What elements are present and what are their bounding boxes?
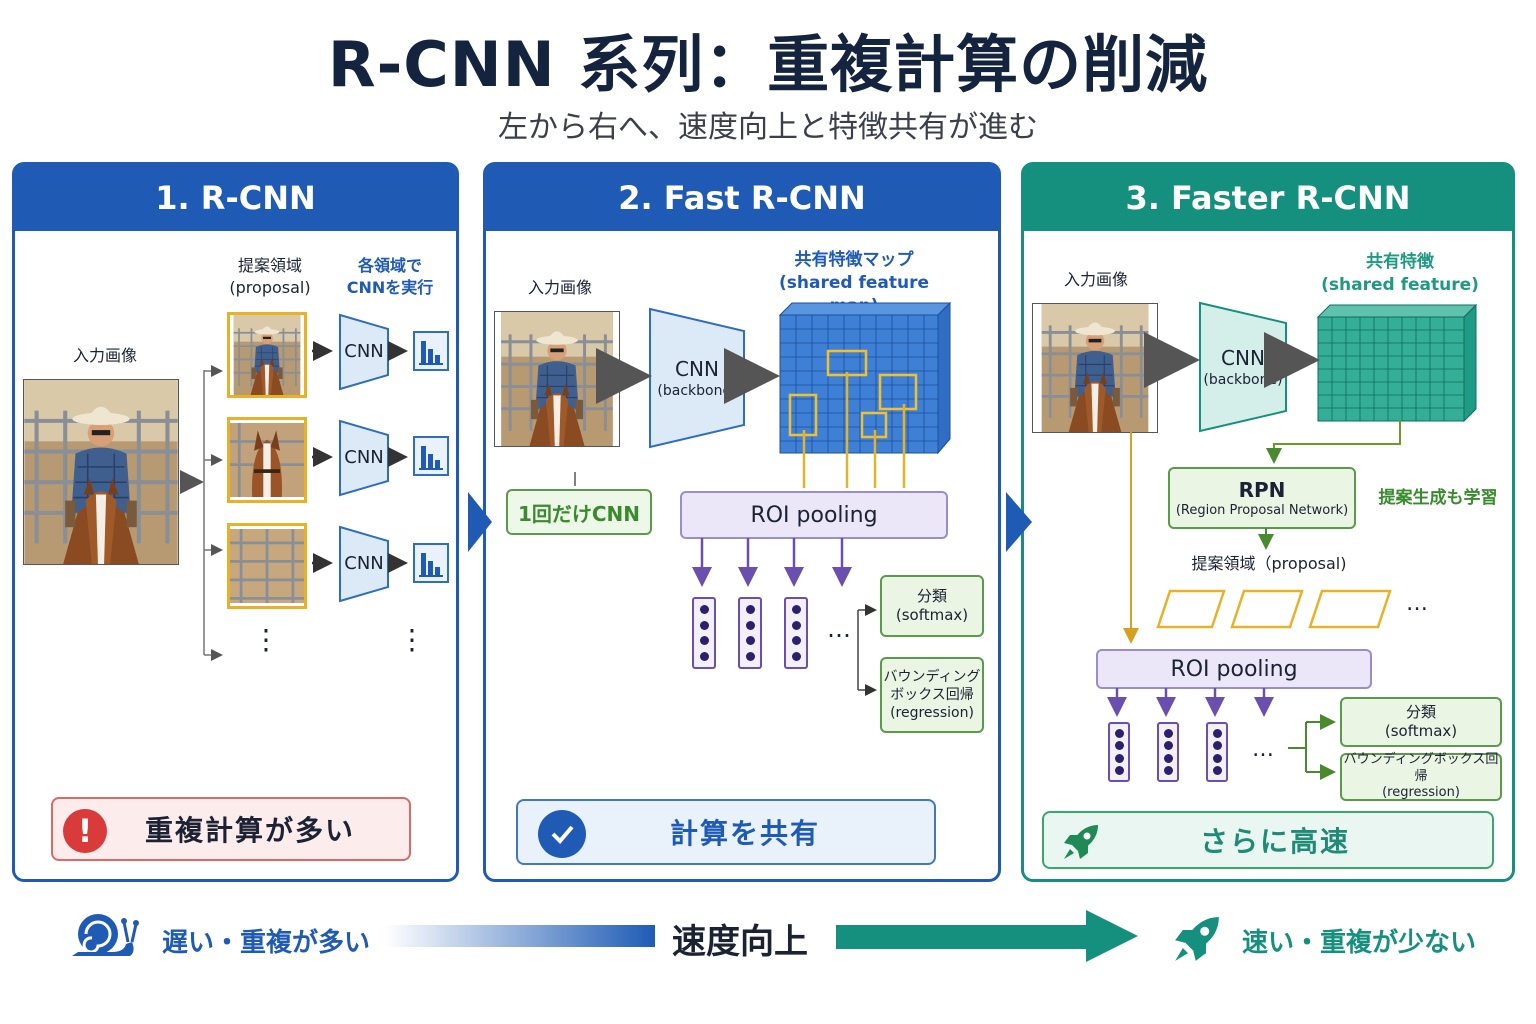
feature-vector: [1206, 722, 1228, 782]
faster-box: さらに高速: [1042, 811, 1494, 869]
footer-speedup-label: 速度向上: [672, 922, 808, 962]
panel-fast-rcnn-header: 2. Fast R-CNN: [486, 165, 998, 231]
panel-rcnn-header: 1. R-CNN: [15, 165, 456, 231]
roi-pooling-box: ROI pooling: [1096, 649, 1372, 689]
exclamation-icon: !: [63, 809, 107, 853]
input-image-label: 入力画像: [527, 278, 592, 297]
cnn-backbone-block: CNN(backbone): [649, 307, 745, 449]
feature-vector: [692, 597, 716, 669]
snail-icon: [72, 914, 139, 956]
shared-feature-map: [1316, 303, 1478, 423]
cnn-label: CNN: [344, 341, 384, 363]
once-cnn-box: 1回だけCNN: [506, 489, 652, 535]
proposal-ellipsis: …: [1406, 591, 1428, 616]
feature-vector: [1108, 722, 1130, 782]
panel-faster-rcnn-header: 3. Faster R-CNN: [1024, 165, 1512, 231]
feature-vector: [738, 597, 762, 669]
cnn-label: CNN: [344, 447, 384, 469]
classification-label: 分類 (softmax): [895, 586, 969, 625]
panel-fast-rcnn: 2. Fast R-CNN 入力画像 CNN(backbone) 共有特徴マップ…: [483, 162, 1001, 882]
more-dots: ⋮: [398, 623, 426, 656]
regression-label: バウンディングボックス回帰 (regression): [1343, 751, 1499, 801]
share-text: 計算を共有: [670, 817, 821, 850]
classification-box: 分類 (softmax): [1340, 697, 1502, 747]
regression-box: バウンディング ボックス回帰 (regression): [880, 657, 984, 733]
backbone-label: (backbone): [657, 382, 737, 399]
input-image: [494, 311, 620, 447]
rpn-note: 提案生成も学習: [1378, 488, 1498, 508]
input-image-label: 入力画像: [1063, 270, 1128, 289]
shared-feature-map-label: 共有特徴マップ (shared feature map): [778, 250, 929, 316]
proposal-label: 提案領域 (proposal): [229, 256, 311, 297]
cnn-block: CNN: [339, 525, 389, 603]
rpn-label: RPN: [1238, 477, 1286, 502]
rocket-icon: [1175, 917, 1219, 961]
page-subtitle: 左から右へ、速度向上と特徴共有が進む: [498, 110, 1038, 145]
shared-feature-label: 共有特徴 (shared feature): [1321, 252, 1479, 295]
cnn-each-region-label: 各領域で CNNを実行: [346, 256, 434, 297]
proposal-label: 提案領域（proposal): [1191, 554, 1347, 573]
input-image: [23, 379, 179, 565]
more-dots: ⋮: [252, 623, 280, 656]
feature-vector: [1157, 722, 1179, 782]
bar-chart-icon: [413, 436, 449, 476]
cnn-backbone-block: CNN(backbone): [1199, 301, 1287, 433]
proposal-crop: [227, 417, 307, 503]
regression-box: バウンディングボックス回帰 (regression): [1340, 751, 1502, 801]
input-image: [1032, 303, 1158, 433]
faster-text: さらに高速: [1200, 825, 1351, 858]
cnn-block: CNN: [339, 419, 389, 497]
feature-vector: [784, 597, 808, 669]
roi-pooling-label: ROI pooling: [1170, 656, 1298, 682]
cnn-block: CNN: [339, 313, 389, 391]
share-box: 計算を共有: [516, 799, 936, 865]
regression-label: バウンディング ボックス回帰 (regression): [883, 668, 981, 722]
rocket-icon: [1064, 825, 1098, 859]
roi-pooling-label: ROI pooling: [750, 502, 878, 528]
backbone-label: (backbone): [1203, 371, 1283, 388]
warning-text: 重複計算が多い: [145, 814, 356, 847]
footer-fast-label: 速い・重複が少ない: [1242, 928, 1477, 958]
rpn-box: RPN (Region Proposal Network): [1168, 467, 1356, 529]
bar-chart-icon: [413, 543, 449, 583]
panel-faster-rcnn: 3. Faster R-CNN 入力画像 CNN(backbone) 共有特徴 …: [1021, 162, 1515, 882]
proposal-crop: [227, 523, 307, 609]
shared-feature-map: [778, 301, 952, 455]
vector-ellipsis: …: [1252, 737, 1274, 762]
cnn-label: CNN: [344, 553, 384, 575]
cnn-label: CNN: [675, 356, 719, 381]
once-cnn-label: 1回だけCNN: [517, 501, 641, 526]
input-image-label: 入力画像: [72, 346, 137, 365]
page-title: R-CNN 系列：重複計算の削減: [327, 28, 1209, 101]
rpn-sub-label: (Region Proposal Network): [1175, 502, 1349, 518]
classification-label: 分類 (softmax): [1384, 702, 1458, 741]
proposal-shapes: [1156, 589, 1394, 629]
footer-slow-label: 遅い・重複が多い: [162, 928, 371, 958]
bar-chart-icon: [413, 331, 449, 371]
warning-box: ! 重複計算が多い: [51, 797, 411, 861]
proposal-crop: [227, 312, 307, 398]
check-icon: [538, 810, 586, 858]
classification-box: 分類 (softmax): [880, 575, 984, 637]
vector-ellipsis: …: [827, 615, 851, 643]
panel-rcnn: 1. R-CNN 入力画像 提案領域 (proposal) 各領域で CNNを実…: [12, 162, 459, 882]
roi-pooling-box: ROI pooling: [680, 491, 948, 539]
cnn-label: CNN: [1221, 345, 1265, 370]
